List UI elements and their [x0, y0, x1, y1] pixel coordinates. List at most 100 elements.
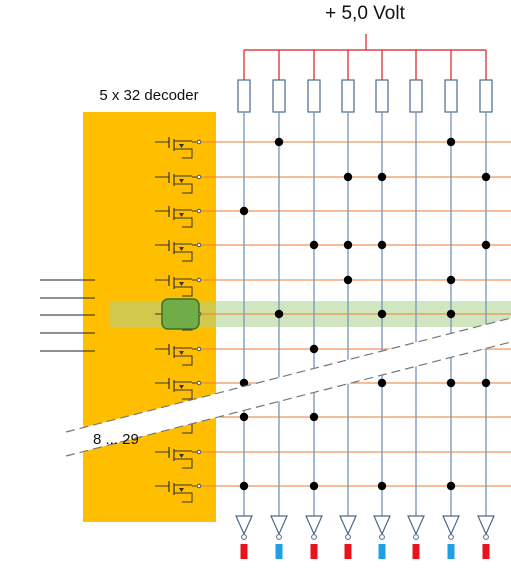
transistor-node: [196, 449, 202, 455]
transistor-node: [196, 346, 202, 352]
pullup-resistor: [272, 79, 286, 113]
buffer-bubble: [345, 534, 351, 540]
transistor-path: [174, 243, 193, 262]
buffer-bubble: [448, 534, 454, 540]
stored-bit-dot: [343, 172, 353, 182]
stored-bit-dot: [377, 172, 387, 182]
stored-bit-dot: [481, 240, 491, 250]
break-line-top: [65, 317, 511, 433]
transistor-path: [174, 484, 193, 503]
output-led: [275, 544, 283, 559]
transistor-node: [196, 208, 202, 214]
transistor-icon: [155, 137, 202, 159]
output-buffer: [477, 515, 495, 536]
transistor-arrow: [179, 179, 184, 183]
buffer-bubble: [413, 534, 419, 540]
pullup-resistor: [444, 79, 458, 113]
buffer-bubble: [379, 534, 385, 540]
output-buffer: [407, 515, 425, 536]
transistor-icon: [155, 378, 202, 400]
output-buffer: [373, 515, 391, 536]
transistor-arrow: [179, 247, 184, 251]
pullup-resistor: [409, 79, 423, 113]
output-led: [412, 544, 420, 559]
stored-bit-dot: [309, 412, 319, 422]
pullup-resistor: [237, 79, 251, 113]
transistor-arrow: [179, 454, 184, 458]
transistor-icon: [155, 481, 202, 503]
output-led: [310, 544, 318, 559]
stored-bit-dot: [239, 412, 249, 422]
transistor-path: [174, 450, 193, 469]
stored-bit-dot: [446, 275, 456, 285]
supply-label: + 5,0 Volt: [325, 3, 405, 24]
transistor-icon: [155, 240, 202, 262]
transistor-arrow: [179, 385, 184, 389]
stored-bit-dot: [239, 481, 249, 491]
output-buffer: [235, 515, 253, 536]
transistor-path: [174, 175, 193, 194]
stored-bit-dot: [481, 172, 491, 182]
decoder-title: 5 x 32 decoder: [99, 87, 198, 104]
break-line-bottom: [65, 341, 511, 457]
break-band: [66, 318, 511, 456]
transistor-arrow: [179, 213, 184, 217]
transistor-node: [196, 242, 202, 248]
stored-bit-dot: [446, 309, 456, 319]
transistor-path: [174, 140, 193, 159]
buffer-bubble: [483, 534, 489, 540]
transistor-node: [196, 174, 202, 180]
output-buffer: [270, 515, 288, 536]
stored-bit-dot: [446, 481, 456, 491]
stored-bit-dot: [309, 240, 319, 250]
output-led: [447, 544, 455, 559]
selected-transistor: [161, 298, 200, 330]
pullup-resistor: [307, 79, 321, 113]
stored-bit-dot: [274, 309, 284, 319]
stored-bit-dot: [343, 240, 353, 250]
transistor-node: [196, 139, 202, 145]
transistor-icon: [155, 447, 202, 469]
stored-bit-dot: [446, 137, 456, 147]
stored-bit-dot: [309, 344, 319, 354]
pullup-resistor: [479, 79, 493, 113]
stored-bit-dot: [377, 309, 387, 319]
transistor-path: [174, 381, 193, 400]
stored-bit-dot: [377, 378, 387, 388]
transistor-path: [174, 347, 193, 366]
output-buffer: [339, 515, 357, 536]
buffer-bubble: [241, 534, 247, 540]
stored-bit-dot: [446, 378, 456, 388]
stored-bit-dot: [309, 481, 319, 491]
transistor-node: [196, 483, 202, 489]
pullup-resistor: [375, 79, 389, 113]
transistor-icon: [155, 275, 202, 297]
stored-bit-dot: [377, 481, 387, 491]
output-led: [378, 544, 386, 559]
transistor-path: [174, 278, 193, 297]
output-led: [482, 544, 490, 559]
transistor-arrow: [179, 144, 184, 148]
transistor-icon: [155, 344, 202, 366]
transistor-path: [174, 209, 193, 228]
pullup-resistor: [341, 79, 355, 113]
stored-bit-dot: [274, 137, 284, 147]
transistor-arrow: [179, 351, 184, 355]
output-led: [240, 544, 248, 559]
output-buffer: [305, 515, 323, 536]
stored-bit-dot: [377, 240, 387, 250]
output-led: [344, 544, 352, 559]
buffer-bubble: [311, 534, 317, 540]
buffer-bubble: [276, 534, 282, 540]
output-buffer: [442, 515, 460, 536]
gap-label: 8 ... 29: [93, 431, 139, 448]
stored-bit-dot: [239, 206, 249, 216]
transistor-arrow: [179, 282, 184, 286]
transistor-icon: [155, 172, 202, 194]
transistor-icon: [155, 206, 202, 228]
transistor-node: [196, 277, 202, 283]
stored-bit-dot: [343, 275, 353, 285]
transistor-arrow: [179, 488, 184, 492]
transistor-node: [196, 380, 202, 386]
